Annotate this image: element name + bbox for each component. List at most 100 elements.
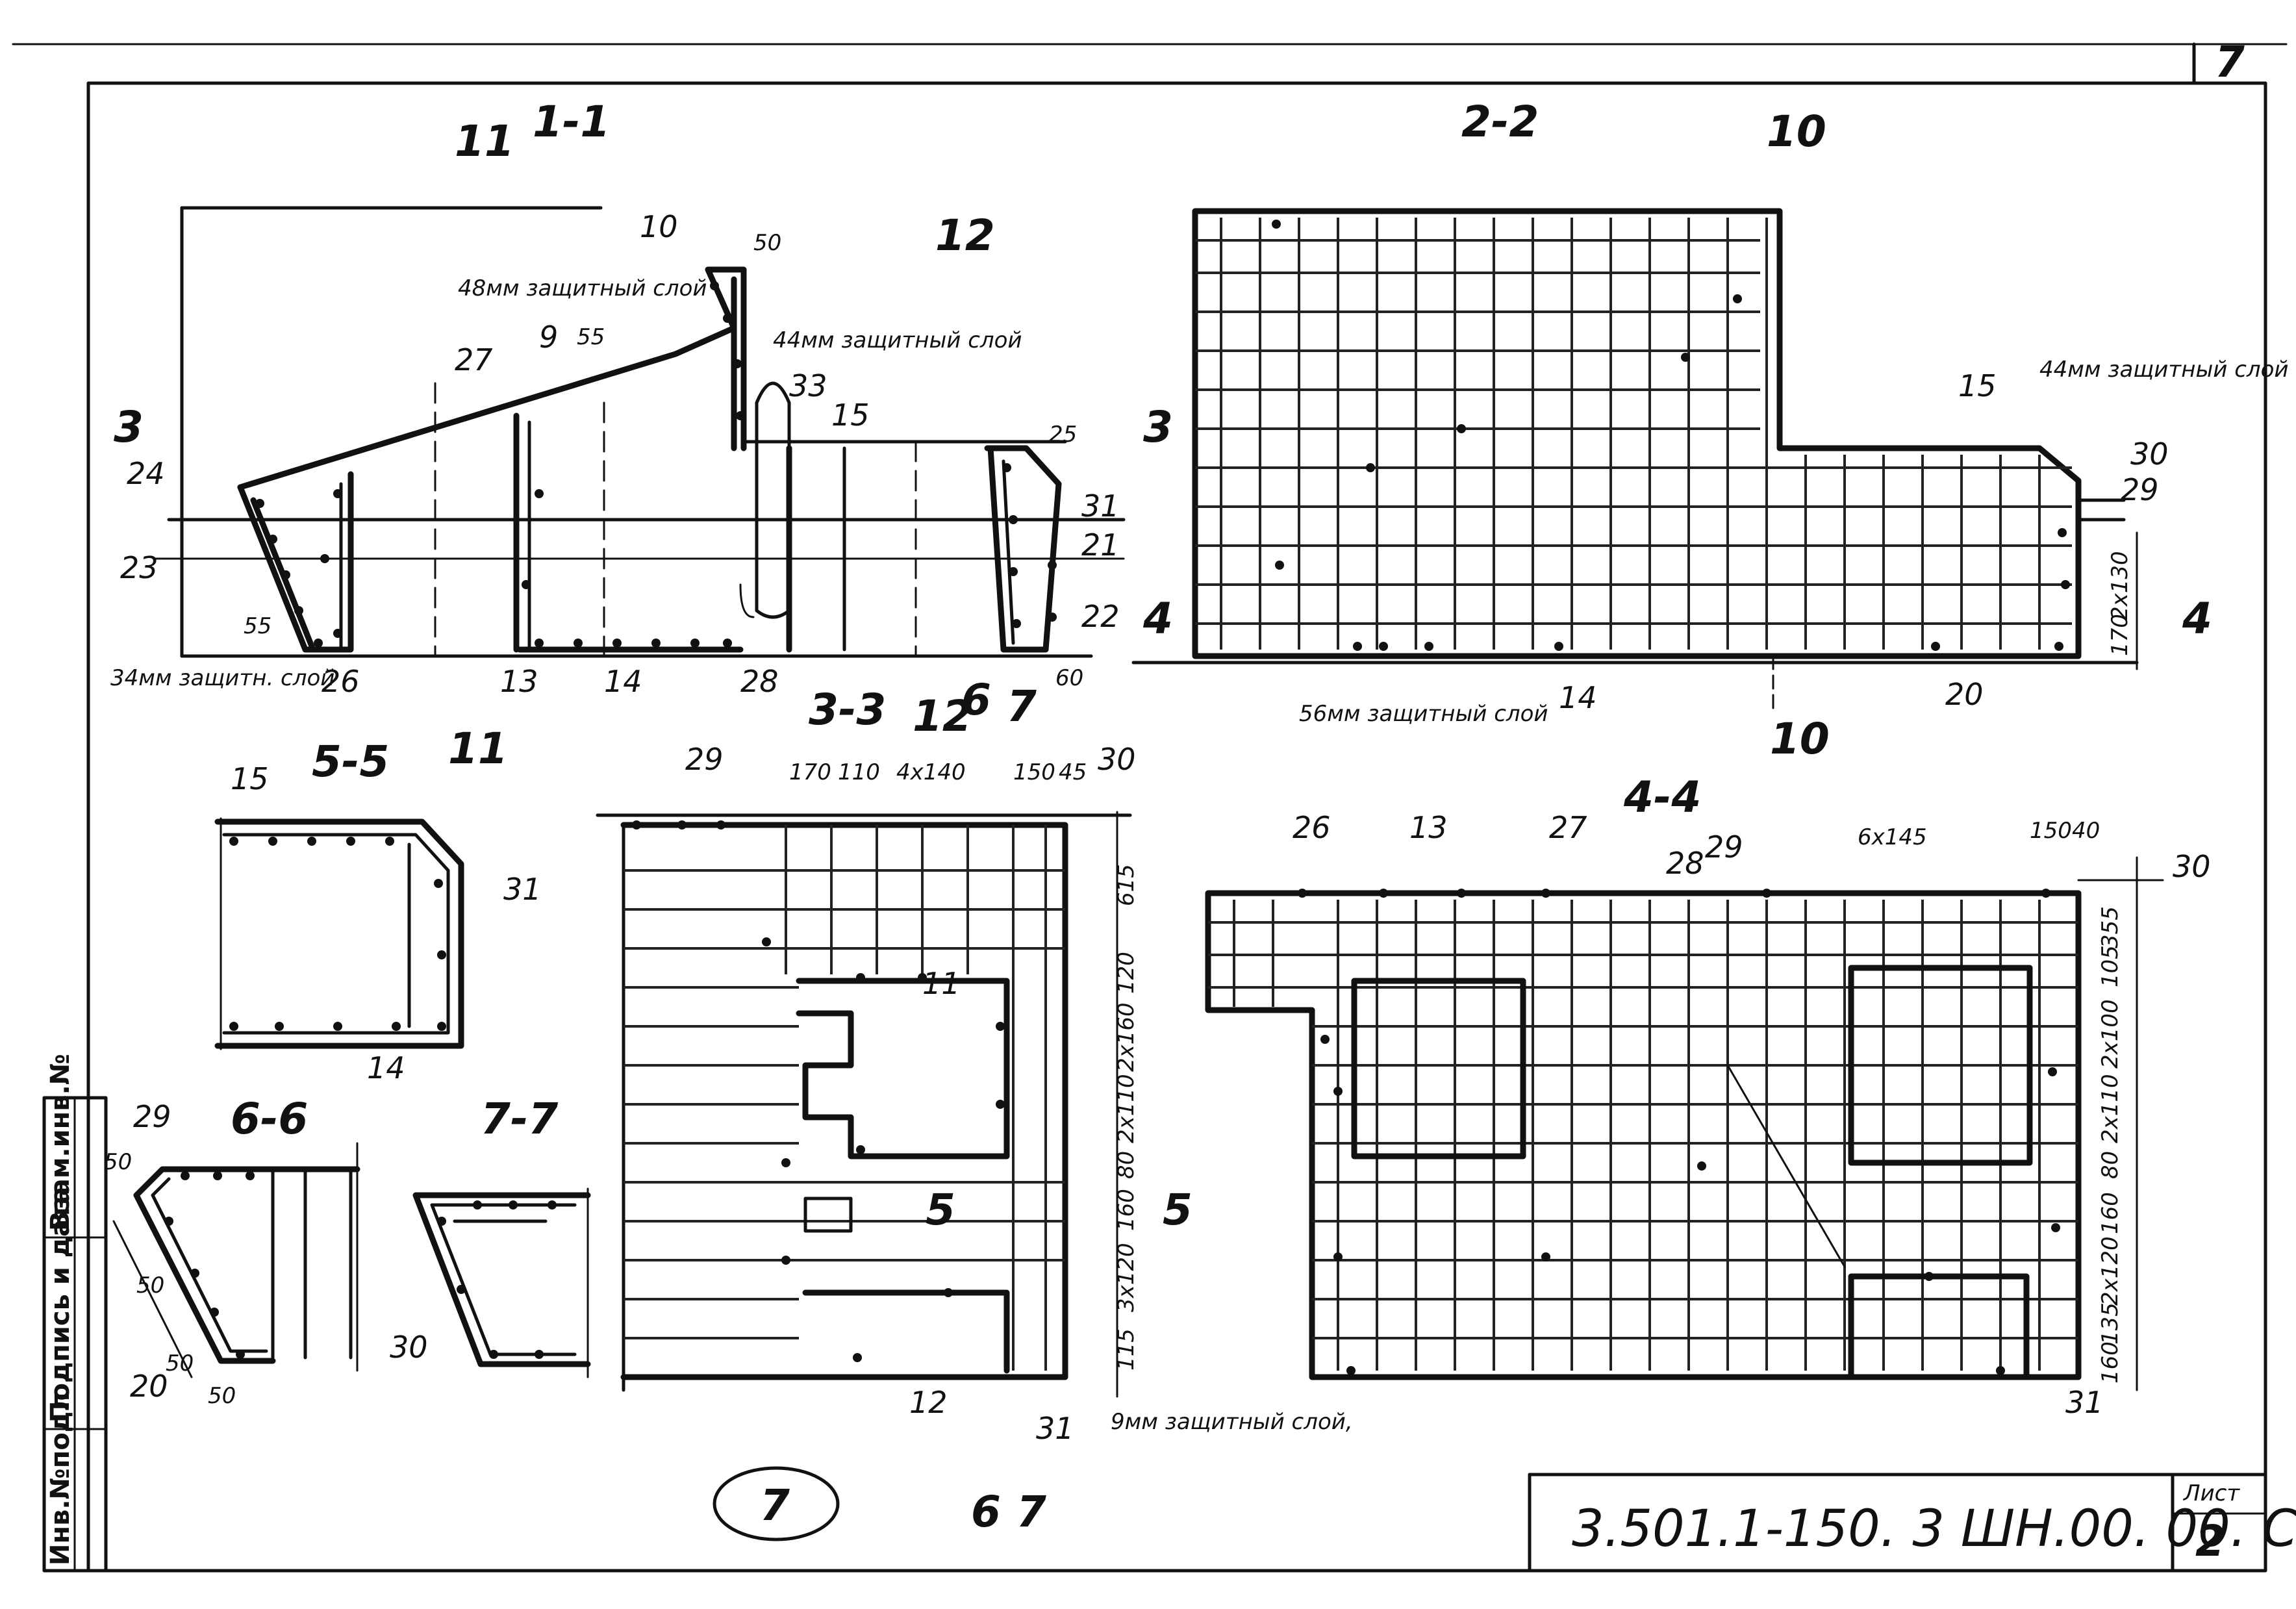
svg-text:160: 160 [1113, 1189, 1139, 1231]
svg-text:50: 50 [208, 1383, 236, 1409]
section-4-4-rebar-dots [1298, 889, 2060, 1375]
svg-text:31: 31 [1036, 1411, 1074, 1446]
cut-mark-10-top: 10 [1767, 107, 1826, 157]
section-5-5-labels: 15 31 14 [231, 761, 542, 1085]
section-6-6-title: 6-6 [231, 1094, 308, 1144]
section-7-7-title: 7-7 [481, 1094, 558, 1144]
svg-text:55: 55 [577, 324, 605, 350]
cut-mark-4-left: 4 [1142, 594, 1173, 644]
svg-text:110: 110 [838, 759, 880, 785]
svg-text:15: 15 [231, 761, 269, 796]
svg-text:44мм защитный слой: 44мм защитный слой [773, 327, 1022, 353]
svg-text:28: 28 [740, 664, 779, 699]
cut-mark-11-bottom: 11 [448, 724, 508, 774]
svg-text:24: 24 [127, 456, 165, 491]
svg-text:45: 45 [1059, 759, 1087, 785]
svg-text:2х110: 2х110 [2097, 1074, 2123, 1143]
svg-text:170: 170 [789, 759, 831, 785]
svg-text:27: 27 [455, 342, 493, 377]
sheet-frame [12, 42, 2288, 1573]
svg-text:29: 29 [1705, 830, 1743, 865]
section-3-3-labels: 29 30 11 12 31 170 110 4х140 150 45 615 … [685, 742, 1353, 1446]
svg-text:40: 40 [2072, 818, 2100, 844]
svg-text:170: 170 [2107, 614, 2133, 656]
section-1-1-labels: 10 9 27 33 15 24 23 26 13 14 28 31 21 22… [110, 209, 1120, 699]
svg-text:160: 160 [2097, 1341, 2123, 1384]
svg-text:20: 20 [1945, 677, 1984, 712]
svg-text:14: 14 [1559, 680, 1597, 715]
section-2-2-rebar-dots [1272, 220, 2070, 651]
svg-text:27: 27 [1549, 810, 1587, 845]
svg-text:31: 31 [503, 872, 542, 907]
svg-text:60: 60 [1055, 665, 1083, 691]
svg-text:2х130: 2х130 [2107, 551, 2133, 620]
cut-mark-10-bottom: 10 [1770, 714, 1830, 764]
svg-text:13: 13 [1409, 810, 1448, 845]
svg-text:30: 30 [2173, 849, 2211, 884]
svg-text:4х140: 4х140 [896, 759, 966, 785]
svg-text:2х160: 2х160 [1113, 1002, 1139, 1072]
side-stamp-inv: Инв.№подл [45, 1393, 75, 1565]
section-3-3-title: 3-3 [809, 685, 886, 735]
section-5-5-title: 5-5 [312, 737, 389, 787]
section-3-3-rebar-dots [632, 820, 1005, 1362]
svg-text:31: 31 [2065, 1385, 2104, 1420]
cut-mark-12-bottom: 12 [913, 691, 972, 741]
section-3-3 [596, 811, 1132, 1398]
section-1-1-title: 1-1 [533, 97, 610, 147]
cut-mark-5-center: 5 [926, 1185, 955, 1235]
cut-mark-3-left: 3 [114, 402, 144, 452]
svg-text:56мм защитный слой: 56мм защитный слой [1299, 701, 1548, 727]
svg-text:21: 21 [1081, 527, 1120, 563]
svg-text:14: 14 [367, 1050, 405, 1085]
svg-text:12: 12 [909, 1385, 948, 1420]
section-4-4 [1205, 856, 2164, 1391]
svg-text:20: 20 [130, 1369, 168, 1404]
svg-text:80: 80 [1113, 1151, 1139, 1179]
svg-text:15: 15 [1958, 368, 1997, 403]
svg-text:105: 105 [2097, 945, 2123, 987]
page-number: 7 [2215, 37, 2245, 87]
svg-text:150: 150 [2030, 818, 2072, 844]
cut-mark-6-section33: 6 [971, 1487, 1001, 1537]
svg-text:29: 29 [685, 742, 724, 777]
svg-text:31: 31 [1081, 488, 1120, 524]
svg-text:28: 28 [1666, 846, 1704, 881]
svg-text:22: 22 [1081, 599, 1120, 634]
svg-text:11: 11 [922, 966, 961, 1001]
svg-text:33: 33 [789, 368, 827, 403]
section-2-2 [1131, 208, 2139, 716]
svg-text:3х120: 3х120 [1113, 1243, 1139, 1312]
svg-text:30: 30 [1098, 742, 1136, 777]
svg-text:30: 30 [2130, 437, 2169, 472]
svg-text:160: 160 [2097, 1192, 2123, 1234]
svg-text:44мм защитный слой: 44мм защитный слой [2039, 357, 2289, 383]
cut-mark-4-right: 4 [2182, 594, 2212, 644]
section-4-4-title: 4-4 [1623, 772, 1701, 822]
cut-mark-5-right: 5 [1163, 1185, 1192, 1235]
side-stamp [42, 1096, 108, 1573]
section-2-2-title: 2-2 [1461, 97, 1539, 147]
side-stamp-vzam: Взам.инв.№ [45, 1054, 75, 1231]
svg-text:9: 9 [539, 320, 558, 355]
svg-text:25: 25 [1049, 422, 1077, 448]
document-code: 3.501.1-150. 3 ШН.00. 00. СБ [1572, 1500, 2296, 1558]
svg-text:2х120: 2х120 [2097, 1236, 2123, 1306]
svg-text:23: 23 [120, 550, 158, 585]
cut-mark-6-bottom: 6 [961, 675, 991, 725]
svg-text:29: 29 [133, 1099, 171, 1134]
section-4-4-labels: 26 13 27 28 29 30 31 6х145 150 40 355 10… [1293, 810, 2211, 1420]
cut-mark-3-right: 3 [1143, 402, 1173, 452]
svg-text:115: 115 [1113, 1328, 1139, 1371]
svg-text:150: 150 [1013, 759, 1055, 785]
section-6-6 [112, 1142, 360, 1378]
center-mark-text: 7 [760, 1480, 790, 1530]
svg-text:10: 10 [640, 209, 678, 244]
svg-text:50: 50 [104, 1149, 132, 1175]
svg-text:29: 29 [2121, 472, 2159, 507]
svg-text:355: 355 [2097, 906, 2123, 948]
section-7-7-label-30: 30 [390, 1330, 428, 1365]
section-5-5 [214, 817, 464, 1050]
svg-text:55: 55 [244, 613, 271, 639]
